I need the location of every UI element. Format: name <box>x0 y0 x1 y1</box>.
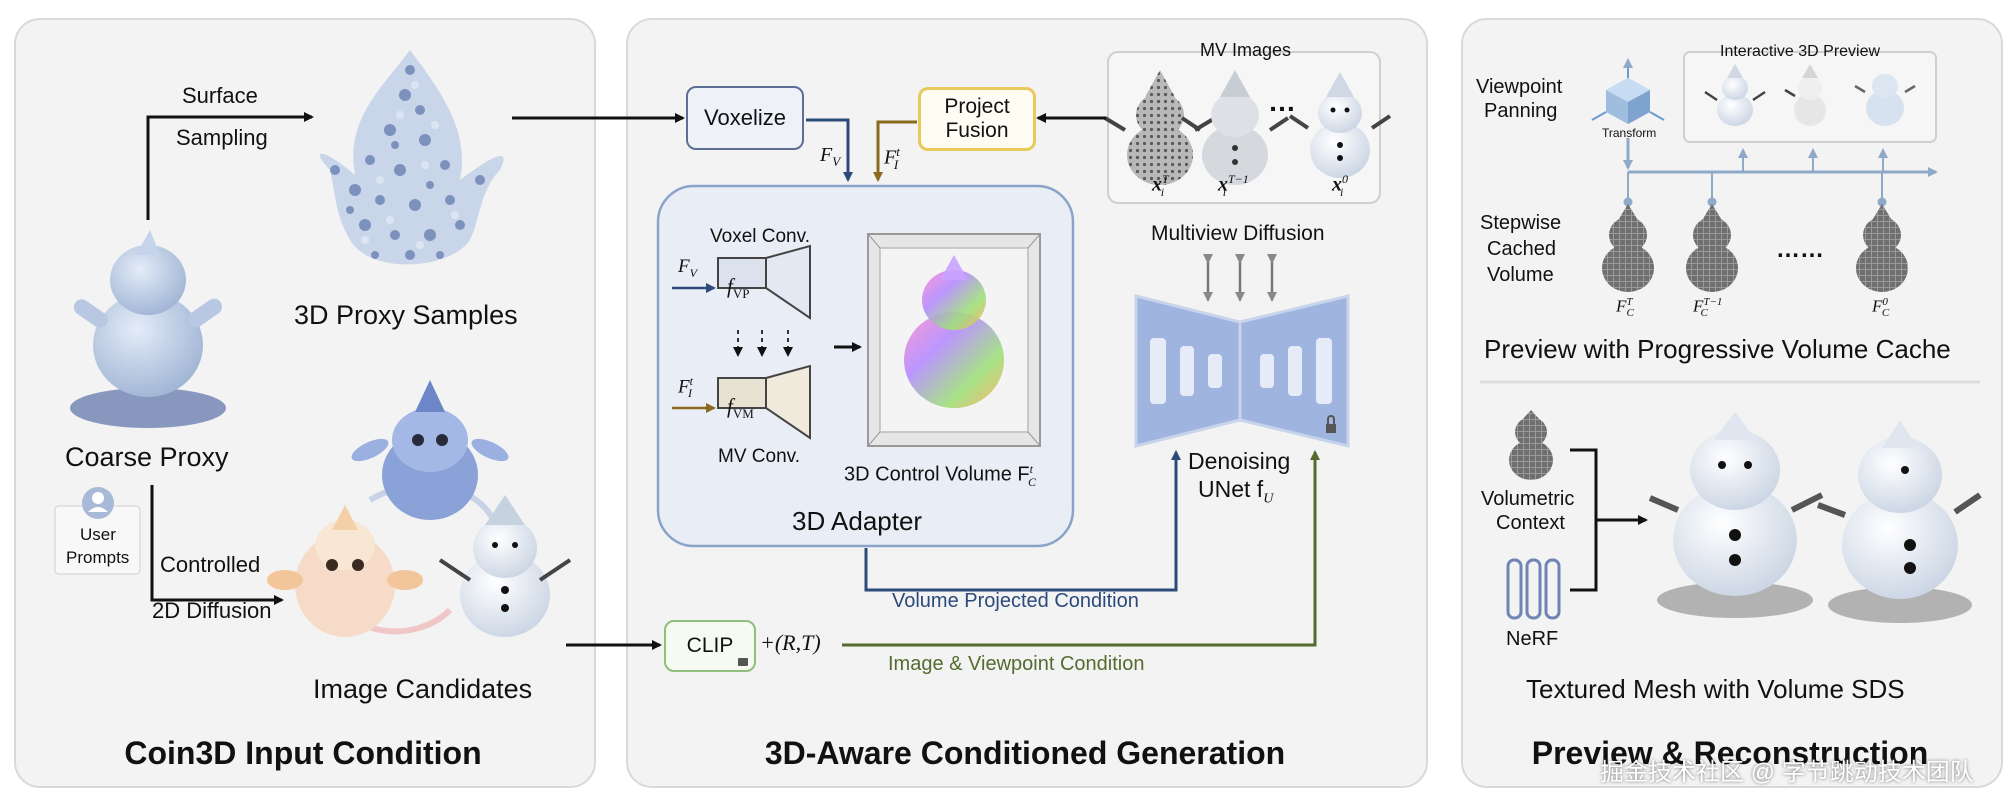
fi-label: FtI <box>884 144 900 172</box>
f-vm-label: fVM <box>727 394 754 422</box>
fi-arrow <box>873 120 917 182</box>
coarse-proxy-label: Coarse Proxy <box>65 442 229 472</box>
project-fusion-box: Project Fusion <box>918 87 1036 151</box>
controlled-label: Controlled <box>160 552 261 577</box>
mv-images-label: MV Images <box>1200 40 1292 60</box>
preview-snowman-2 <box>1784 64 1826 126</box>
mv-snowman-partial <box>1180 70 1290 185</box>
nerf-icon <box>1506 558 1561 620</box>
fi-in-label: FtI <box>678 374 693 401</box>
clip-lock-icon <box>738 658 748 666</box>
image-candidates-label: Image Candidates <box>313 674 533 704</box>
fusion-label: Fusion <box>945 119 1009 142</box>
voxelize-label: Voxelize <box>704 105 786 130</box>
textured-label: Textured Mesh with Volume SDS <box>1526 674 1905 704</box>
adapter-label: 3D Adapter <box>792 506 923 536</box>
rt-label: +(R,T) <box>760 630 821 655</box>
reconstruction-bracket <box>1570 448 1598 592</box>
voxel-conv-block <box>717 244 811 320</box>
transform-label: Transform <box>1602 126 1657 140</box>
mv-dots: … <box>1268 86 1296 117</box>
preview-snowman-3 <box>1854 74 1916 126</box>
mv-label-0: x0i <box>1332 172 1348 199</box>
controlled-diffusion-arrow <box>150 485 284 605</box>
mv-snowman-clean <box>1288 72 1392 178</box>
user-icon <box>82 487 114 519</box>
project-label: Project <box>944 95 1010 118</box>
clip-box: CLIP <box>664 620 756 672</box>
volumetric-context-icon <box>1509 410 1553 480</box>
fc-label-0: F0C <box>1872 296 1890 320</box>
multiview-diffusion-arrows <box>1203 254 1277 302</box>
proxy-samples-illustration <box>319 50 504 265</box>
f-vp-label: fVP <box>727 274 750 302</box>
cached-label: Cached <box>1487 238 1556 260</box>
fv-in-label: FV <box>678 256 697 280</box>
mv-conv-block <box>717 364 811 440</box>
prompts-label: Prompts <box>66 548 130 567</box>
interactive-preview-label: Interactive 3D Preview <box>1720 43 1881 60</box>
fv-arrow <box>806 118 853 182</box>
proxy-samples-label: 3D Proxy Samples <box>294 300 518 330</box>
transform-cube-icon <box>1591 58 1665 124</box>
user-label: User <box>80 525 116 544</box>
image-candidates-illustration <box>267 380 572 637</box>
sampling-label: Sampling <box>176 125 268 150</box>
volume-label: Volume <box>1487 264 1554 286</box>
surface-sampling-arrow <box>146 112 314 220</box>
denoising-label: Denoising <box>1188 448 1291 474</box>
clip-label: CLIP <box>686 634 734 657</box>
mv-label-t1: xT−1i <box>1218 172 1249 199</box>
stepwise-label: Stepwise <box>1480 212 1562 234</box>
input-panel-title: Coin3D Input Condition <box>124 735 482 771</box>
volume-projected-arrow <box>864 450 1181 592</box>
preview-up-arrows <box>1738 148 1888 172</box>
nerf-label: NeRF <box>1506 628 1559 650</box>
watermark: 掘金技术社区 @ 字节跳动技术团队 <box>1600 759 1974 786</box>
preview-snowman-1 <box>1704 64 1766 126</box>
cache-dots: …… <box>1776 236 1824 263</box>
image-viewpoint-arrow <box>842 450 1320 647</box>
cached-volume-1 <box>1602 204 1654 292</box>
unet-label: UNet fU <box>1198 476 1274 507</box>
cached-volume-3 <box>1856 204 1908 292</box>
preview-panel-title: Preview & Reconstruction <box>1531 735 1929 771</box>
textured-mesh-1 <box>1648 412 1824 618</box>
fv-label: FV <box>820 144 841 169</box>
surface-label: Surface <box>182 83 258 108</box>
volume-projected-label: Volume Projected Condition <box>892 590 1139 612</box>
preview-panel <box>1461 18 2003 788</box>
mv-label-t: xTi <box>1152 172 1169 199</box>
mv-conv-label: MV Conv. <box>718 446 801 467</box>
voxel-conv-label: Voxel Conv. <box>710 226 810 247</box>
fc-label-t: FTC <box>1616 296 1634 320</box>
unet-illustration <box>1134 294 1350 448</box>
image-viewpoint-label: Image & Viewpoint Condition <box>888 653 1145 675</box>
generation-panel-title: 3D-Aware Conditioned Generation <box>764 735 1286 771</box>
control-volume-label: 3D Control Volume FtC <box>844 462 1036 489</box>
cache-taps <box>1623 172 1887 207</box>
progressive-label: Preview with Progressive Volume Cache <box>1484 334 1951 364</box>
viewpoint-label: Viewpoint <box>1476 76 1563 98</box>
panning-label: Panning <box>1484 100 1558 122</box>
textured-mesh-2 <box>1816 420 1982 623</box>
multiview-diffusion-label: Multiview Diffusion <box>1151 222 1325 245</box>
volumetric-label: Volumetric <box>1481 488 1575 510</box>
coarse-proxy-illustration <box>70 230 226 428</box>
context-label: Context <box>1496 512 1565 534</box>
fc-label-t1: FT−1C <box>1693 296 1723 320</box>
cached-volume-2 <box>1686 204 1738 292</box>
control-volume-cube <box>867 233 1041 447</box>
diffusion2d-label: 2D Diffusion <box>152 598 272 623</box>
voxelize-box: Voxelize <box>686 86 804 150</box>
